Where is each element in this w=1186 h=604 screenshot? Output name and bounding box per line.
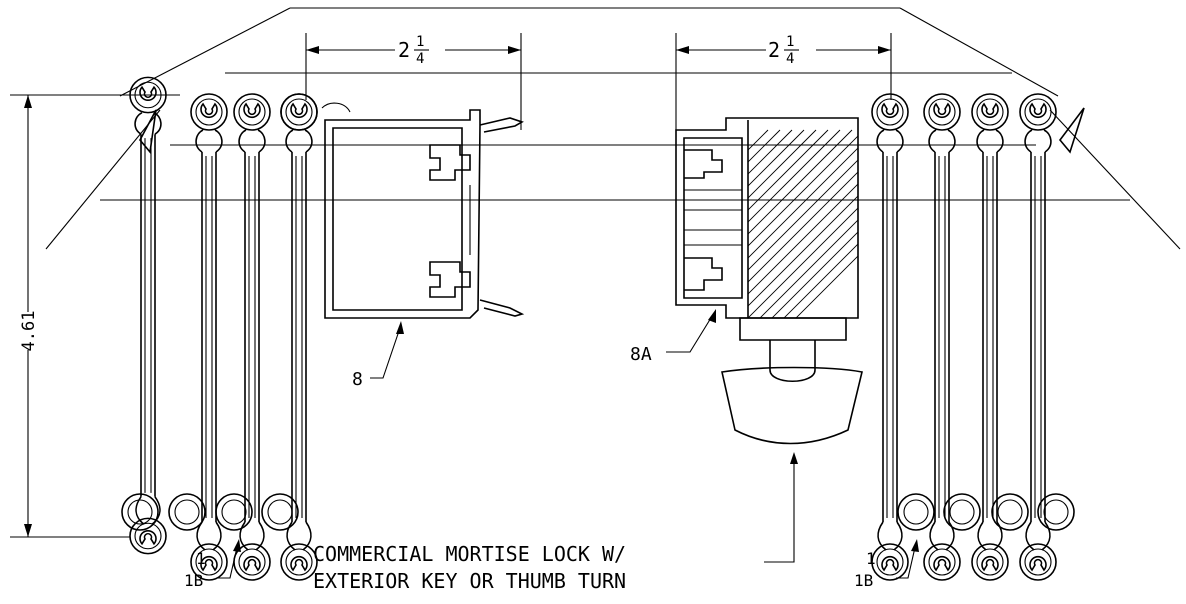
callout-right-1: 1 — [866, 549, 876, 568]
callout-left-panels: 1 1B — [184, 539, 241, 590]
height-dimension-label: 4.61 — [19, 311, 39, 352]
left-frame-profile — [280, 93, 525, 319]
callout-8: 8 — [352, 369, 363, 390]
right-frame-profile — [675, 117, 863, 445]
callout-8a: 8A — [630, 344, 652, 365]
left-width-num: 1 — [416, 34, 424, 50]
right-width-whole: 2 — [768, 38, 780, 62]
callout-left-1: 1 — [196, 549, 206, 568]
right-width-dimension: 2 1 4 — [675, 33, 892, 130]
left-panel-stack — [129, 76, 318, 581]
wood-hatch — [748, 129, 858, 318]
left-bottom-knuckles — [121, 493, 299, 531]
lock-note-line1: COMMERCIAL MORTISE LOCK W/ — [313, 542, 626, 566]
callout-right-panels: 1 1B — [854, 539, 919, 590]
callout-left-frame: 8 — [352, 321, 404, 390]
outline-trapezoid — [45, 7, 1181, 250]
callout-lock: COMMERCIAL MORTISE LOCK W/ EXTERIOR KEY … — [313, 452, 798, 593]
lock-note-line2: EXTERIOR KEY OR THUMB TURN — [313, 569, 626, 593]
right-width-num: 1 — [786, 34, 794, 50]
height-dimension: 4.61 — [10, 94, 180, 538]
right-width-den: 4 — [786, 51, 794, 67]
callout-left-1b: 1B — [184, 571, 203, 590]
callout-right-frame: 8A — [630, 309, 716, 365]
right-panel-stack — [871, 93, 1085, 581]
left-width-den: 4 — [416, 51, 424, 67]
left-width-whole: 2 — [398, 38, 410, 62]
left-width-dimension: 2 1 4 — [305, 33, 522, 130]
callout-right-1b: 1B — [854, 571, 873, 590]
